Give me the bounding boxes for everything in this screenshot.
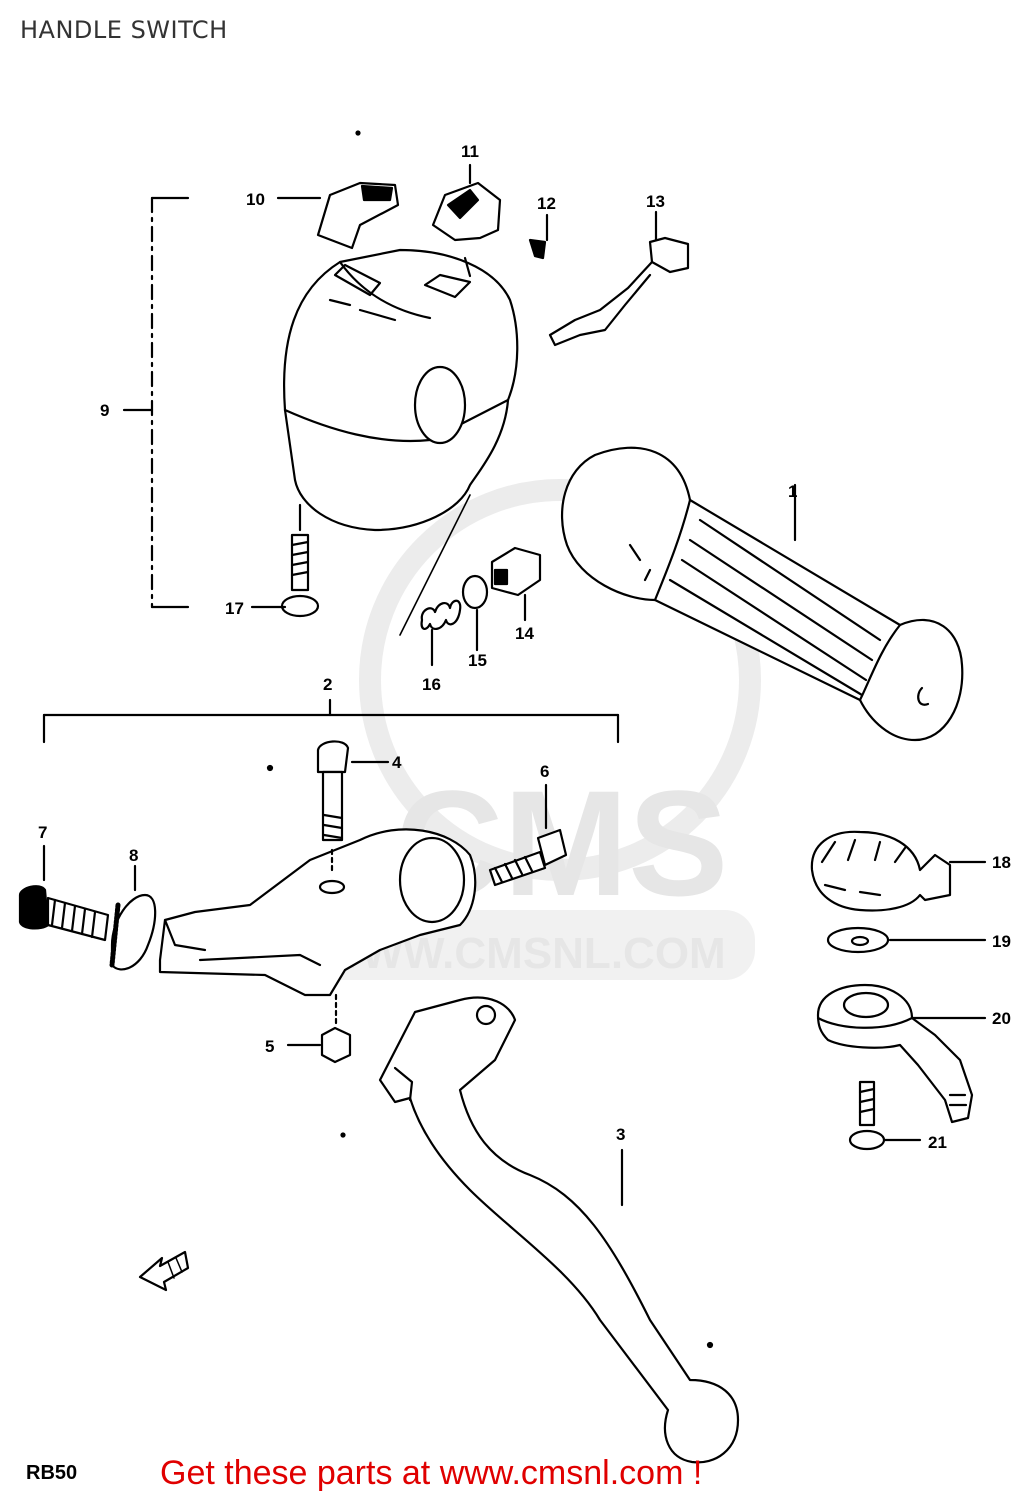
part-19-washer — [826, 926, 987, 954]
callout-14: 14 — [515, 624, 534, 643]
callout-5: 5 — [265, 1037, 274, 1056]
part-16-spring — [399, 494, 471, 667]
callout-12: 12 — [537, 194, 556, 213]
part-9-switch-housing — [283, 248, 519, 532]
part-2-bracket — [42, 698, 620, 744]
callout-1: 1 — [788, 482, 797, 501]
part-4-pivot-bolt — [316, 740, 390, 872]
callout-17: 17 — [225, 599, 244, 618]
part-8-lock-nut — [109, 864, 157, 971]
callout-4: 4 — [392, 753, 402, 772]
front-direction-arrow-icon — [138, 1250, 190, 1292]
part-18-switch-body — [810, 830, 987, 912]
part-7-adjuster-bolt — [18, 844, 110, 942]
callout-10: 10 — [246, 190, 265, 209]
callout-labels: 1 2 3 4 5 6 7 8 9 10 11 12 13 14 15 16 1… — [38, 142, 1011, 1152]
callout-8: 8 — [129, 846, 138, 865]
part-9-bracket — [122, 196, 190, 609]
part-2-lever-bracket — [158, 828, 477, 997]
callout-21: 21 — [928, 1133, 947, 1152]
callout-3: 3 — [616, 1125, 625, 1144]
part-13-wire-clip — [548, 210, 690, 347]
part-11-switch-button — [431, 163, 502, 242]
callout-11: 11 — [461, 142, 479, 161]
callout-7: 7 — [38, 823, 47, 842]
footer-cta-link[interactable]: Get these parts at www.cmsnl.com ! — [160, 1454, 703, 1492]
model-code: RB50 — [26, 1462, 78, 1484]
callout-2: 2 — [323, 675, 332, 694]
part-1-grip — [560, 446, 964, 742]
callout-15: 15 — [468, 651, 487, 670]
part-12-screw — [528, 213, 549, 260]
part-17-screw — [250, 503, 320, 618]
callout-16: 16 — [422, 675, 441, 694]
part-10-button — [276, 181, 400, 250]
callout-20: 20 — [992, 1009, 1011, 1028]
callout-9: 9 — [100, 401, 109, 420]
page-title: HANDLE SWITCH — [20, 16, 228, 44]
part-15-washer — [461, 574, 489, 652]
part-5-nut — [286, 993, 352, 1064]
callout-6: 6 — [540, 762, 549, 781]
part-21-screw — [848, 1080, 922, 1151]
part-3-lever — [378, 996, 740, 1464]
callout-13: 13 — [646, 192, 665, 211]
callout-18: 18 — [992, 853, 1011, 872]
callout-19: 19 — [992, 932, 1011, 951]
part-20-dimmer-lever — [816, 983, 987, 1124]
part-14-slider — [490, 546, 542, 622]
part-6-screw — [488, 783, 568, 887]
